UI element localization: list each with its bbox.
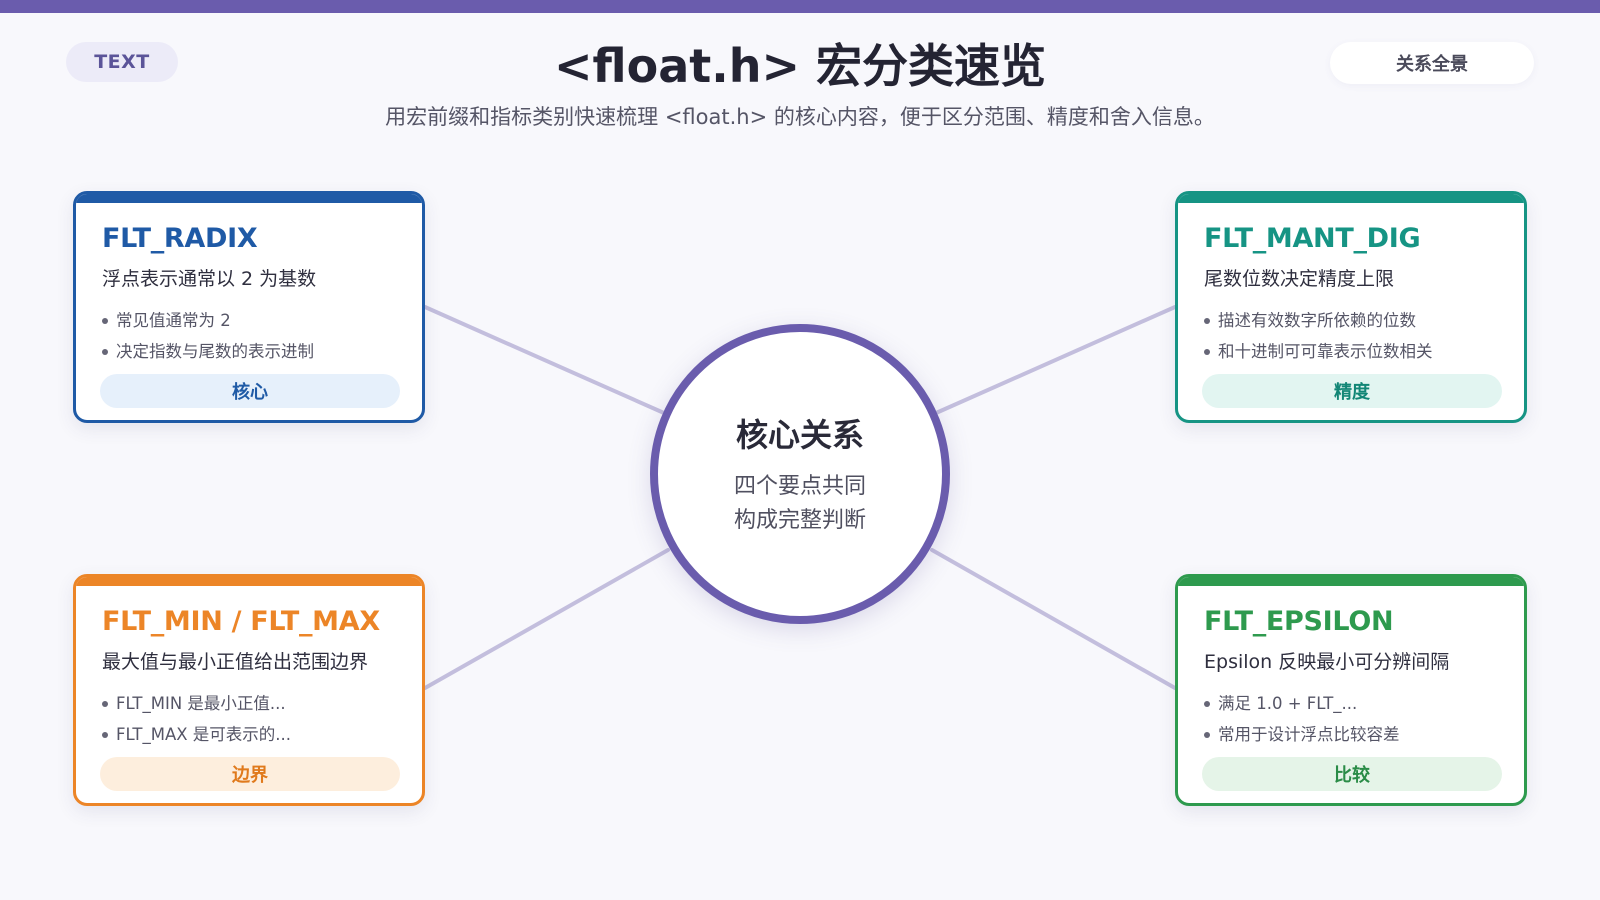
card-flt-mant-dig: FLT_MANT_DIG 尾数位数决定精度上限 描述有效数字所依赖的位数 和十进… bbox=[1175, 191, 1527, 423]
card-description: 最大值与最小正值给出范围边界 bbox=[102, 651, 369, 673]
bullet-icon bbox=[1204, 317, 1210, 324]
card-flt-min-max: FLT_MIN / FLT_MAX 最大值与最小正值给出范围边界 FLT_MIN… bbox=[73, 574, 425, 806]
card-title: FLT_MANT_DIG bbox=[1204, 223, 1421, 254]
connector-bottom-left bbox=[423, 548, 670, 690]
list-item: 描述有效数字所依赖的位数 bbox=[1204, 305, 1500, 336]
list-item: 常用于设计浮点比较容差 bbox=[1204, 719, 1500, 750]
central-hub: 核心关系 四个要点共同 构成完整判断 bbox=[650, 324, 950, 624]
list-item: 常见值通常为 2 bbox=[102, 305, 398, 336]
hub-line: 构成完整判断 bbox=[733, 508, 866, 533]
bullet-icon bbox=[1204, 700, 1210, 707]
category-badge: 核心 bbox=[100, 374, 400, 408]
bullet-icon bbox=[102, 348, 108, 355]
list-item: 满足 1.0 + FLT_... bbox=[1204, 688, 1500, 719]
list-item: FLT_MIN 是最小正值... bbox=[102, 688, 398, 719]
card-description: 尾数位数决定精度上限 bbox=[1204, 268, 1395, 290]
card-flt-radix: FLT_RADIX 浮点表示通常以 2 为基数 常见值通常为 2 决定指数与尾数… bbox=[73, 191, 425, 423]
list-item-text: FLT_MIN 是最小正值... bbox=[116, 694, 286, 713]
list-item-text: 常用于设计浮点比较容差 bbox=[1218, 725, 1400, 744]
content-type-tag: TEXT bbox=[66, 42, 178, 82]
card-list: 常见值通常为 2 决定指数与尾数的表示进制 bbox=[102, 305, 398, 367]
bullet-icon bbox=[102, 700, 108, 707]
list-item-text: 决定指数与尾数的表示进制 bbox=[116, 342, 314, 361]
connector-bottom-right bbox=[930, 548, 1177, 690]
list-item-text: 常见值通常为 2 bbox=[116, 311, 231, 330]
card-list: FLT_MIN 是最小正值... FLT_MAX 是可表示的... bbox=[102, 688, 398, 750]
list-item-text: 满足 1.0 + FLT_... bbox=[1218, 694, 1358, 713]
bullet-icon bbox=[102, 731, 108, 738]
overview-button[interactable]: 关系全景 bbox=[1330, 42, 1534, 84]
page-title: <float.h> 宏分类速览 bbox=[553, 39, 1047, 93]
connector-top-right bbox=[934, 305, 1177, 415]
card-list: 描述有效数字所依赖的位数 和十进制可可靠表示位数相关 bbox=[1204, 305, 1500, 367]
category-badge: 边界 bbox=[100, 757, 400, 791]
card-description: Epsilon 反映最小可分辨间隔 bbox=[1204, 651, 1450, 673]
card-title: FLT_EPSILON bbox=[1204, 606, 1394, 637]
card-title: FLT_RADIX bbox=[102, 223, 258, 254]
card-title: FLT_MIN / FLT_MAX bbox=[102, 606, 380, 637]
connector-top-left bbox=[423, 305, 666, 415]
bullet-icon bbox=[1204, 348, 1210, 355]
hub-title: 核心关系 bbox=[735, 416, 864, 454]
list-item-text: FLT_MAX 是可表示的... bbox=[116, 725, 292, 744]
list-item: FLT_MAX 是可表示的... bbox=[102, 719, 398, 750]
list-item: 和十进制可可靠表示位数相关 bbox=[1204, 336, 1500, 367]
list-item-text: 和十进制可可靠表示位数相关 bbox=[1218, 342, 1433, 361]
category-badge: 比较 bbox=[1202, 757, 1502, 791]
list-item: 决定指数与尾数的表示进制 bbox=[102, 336, 398, 367]
card-list: 满足 1.0 + FLT_... 常用于设计浮点比较容差 bbox=[1204, 688, 1500, 750]
page-subtitle: 用宏前缀和指标类别快速梳理 <float.h> 的核心内容，便于区分范围、精度和… bbox=[385, 105, 1215, 129]
bullet-icon bbox=[102, 317, 108, 324]
list-item-text: 描述有效数字所依赖的位数 bbox=[1218, 311, 1416, 330]
top-accent-bar bbox=[0, 0, 1600, 13]
hub-line: 四个要点共同 bbox=[733, 474, 866, 499]
bullet-icon bbox=[1204, 731, 1210, 738]
card-flt-epsilon: FLT_EPSILON Epsilon 反映最小可分辨间隔 满足 1.0 + F… bbox=[1175, 574, 1527, 806]
category-badge: 精度 bbox=[1202, 374, 1502, 408]
card-description: 浮点表示通常以 2 为基数 bbox=[102, 268, 317, 290]
